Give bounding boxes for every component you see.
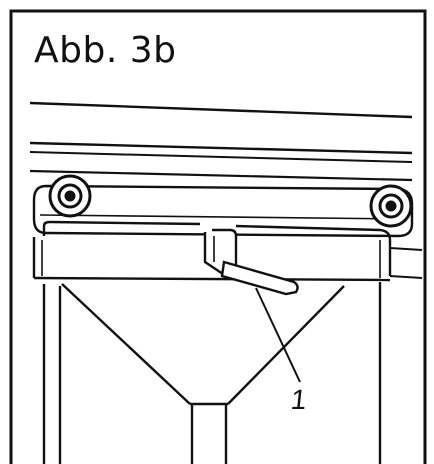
upper-rails <box>29 101 413 182</box>
lower-housing <box>32 220 392 282</box>
hopper <box>61 283 345 464</box>
callout-leader-line <box>255 287 301 383</box>
figure-frame <box>9 9 427 464</box>
callout-label-1: 1 <box>289 384 309 415</box>
right-roller <box>369 184 413 228</box>
roller-bar <box>32 184 414 238</box>
right-rail-extension <box>389 247 423 279</box>
left-legs <box>42 284 62 464</box>
lever-part-1 <box>203 228 299 296</box>
left-roller <box>48 174 92 218</box>
figure-title: Abb. 3b <box>34 30 177 71</box>
